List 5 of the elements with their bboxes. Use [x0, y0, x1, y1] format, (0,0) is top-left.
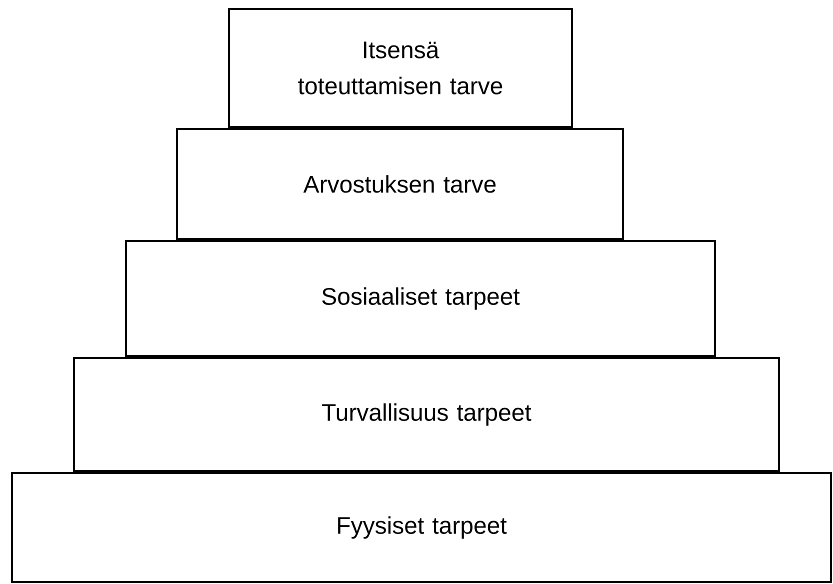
level-box: Arvostuksen tarve [176, 128, 624, 240]
level-box: Sosiaaliset tarpeet [125, 240, 716, 357]
level-box: Turvallisuus tarpeet [73, 357, 780, 472]
level-box: Fyysiset tarpeet [11, 472, 832, 583]
level-box: Itsensä toteuttamisen tarve [228, 8, 573, 128]
